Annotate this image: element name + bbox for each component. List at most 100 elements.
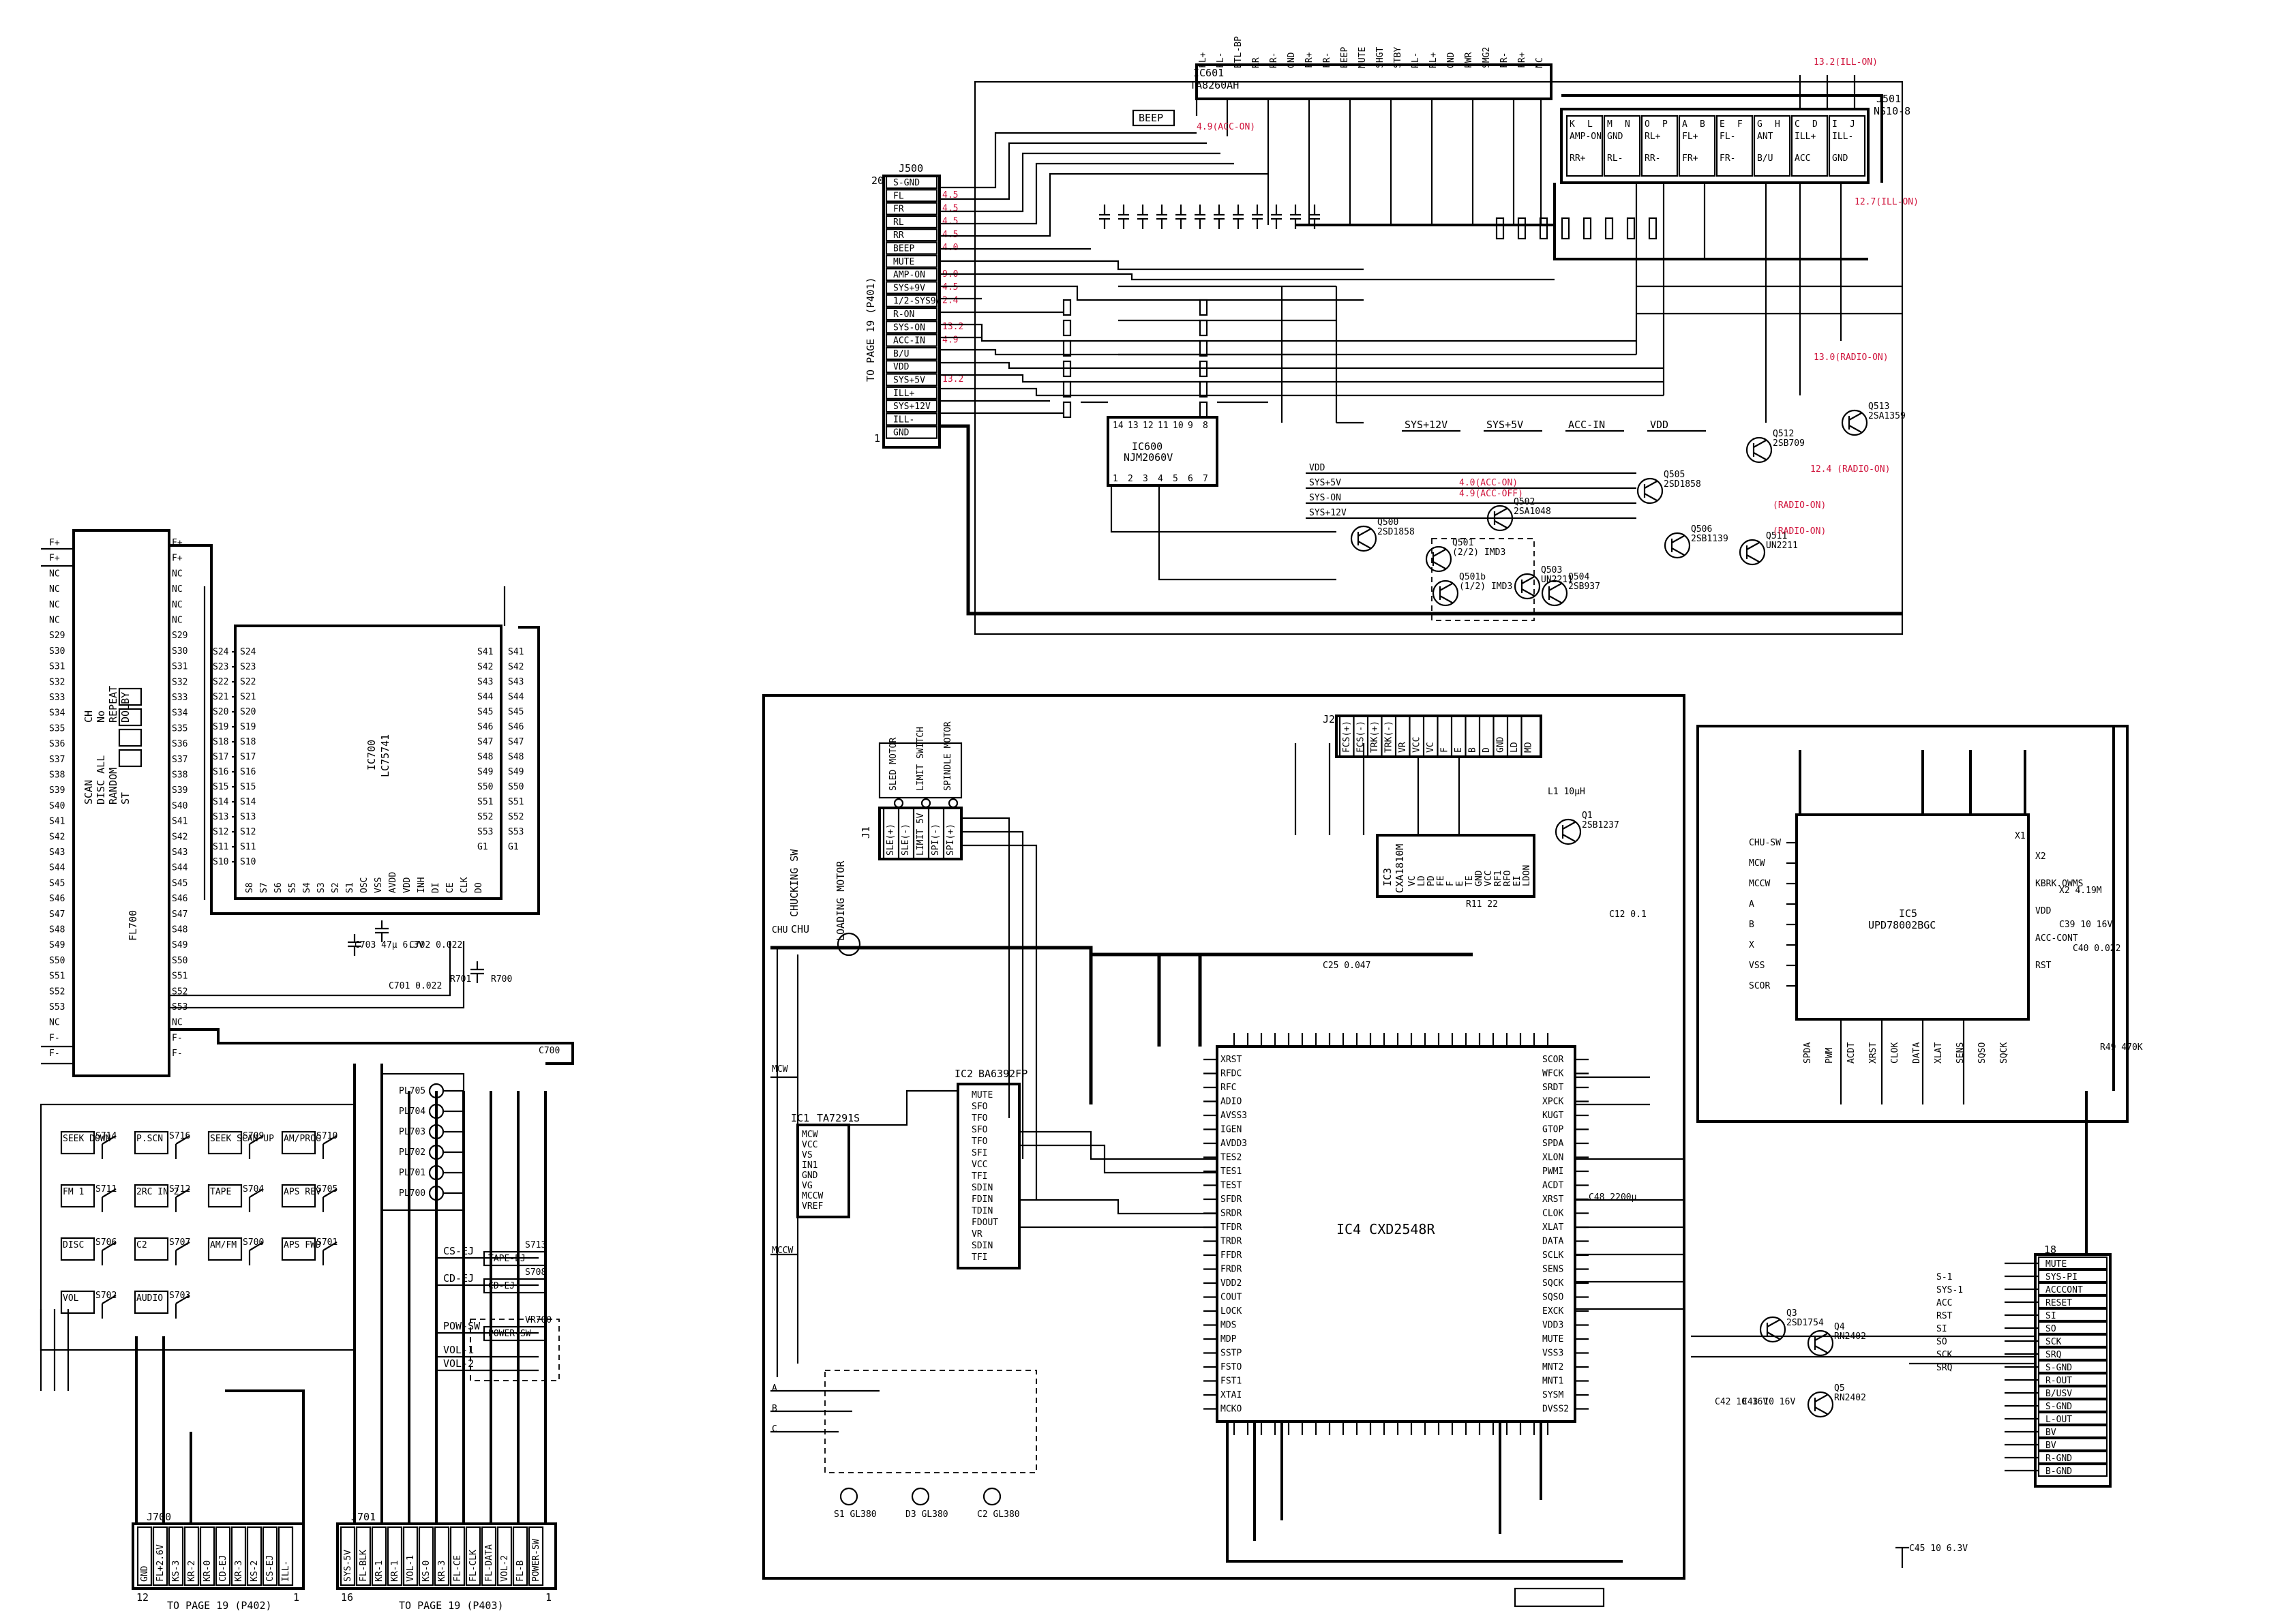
ic4-left-pin: SFDR: [1220, 1194, 1242, 1205]
switch-label: TAPE-EJ: [488, 1254, 526, 1264]
ic700-pin: S22: [213, 677, 228, 687]
transistor-symbol: [1664, 532, 1691, 559]
j500-voltage: 2.4: [942, 295, 959, 305]
j500-pin-cell: [885, 294, 938, 307]
j501-cell-letter: N: [1625, 119, 1630, 130]
fl700-pin-right: F+: [172, 554, 183, 564]
capacitor-symbol: [1214, 205, 1225, 229]
fl700-pin: S49: [49, 940, 65, 950]
ic2-pin: TFI: [972, 1252, 987, 1263]
fl700-pin: F-: [49, 1049, 60, 1059]
j500-pin-cell: [885, 425, 938, 439]
component-label: R49 470K: [2100, 1042, 2143, 1053]
ic700-pin: S24: [213, 647, 229, 657]
j701-pin: VOL-2: [500, 1555, 510, 1582]
transistor-legs: [1745, 542, 1760, 562]
right-bus-pin: L-OUT: [2045, 1415, 2072, 1425]
led-ref: PL705: [399, 1086, 425, 1096]
j2-pin: F: [1440, 747, 1450, 753]
ic601-pin: BEEP: [1340, 47, 1350, 68]
ic3-pin: GND: [1474, 870, 1484, 886]
ic4-right-pins: SCORWFCKSRDTXPCKKUGTGTOPSPDAXLONPWMIACDT…: [1233, 1033, 1589, 1435]
transistor-part: 2SD1858: [1377, 527, 1415, 537]
ic4-left-pin: SRDR: [1220, 1209, 1242, 1219]
fl700-pin-right: NC: [172, 569, 183, 579]
fl700-digit: [118, 687, 142, 706]
transistor-symbol: [1514, 573, 1541, 600]
eject-switches: CS-EJ CD-EJ POW-SW VOL-1 VOL-2: [436, 1245, 560, 1381]
fl700-pin-right: S30: [172, 646, 188, 657]
fl700-display-text: No: [95, 710, 107, 723]
ic601-pin: SHGT: [1375, 47, 1385, 68]
cs-ej-label: CS-EJ: [443, 1245, 474, 1257]
right-bus-body: [2034, 1253, 2112, 1488]
ic700-body: [234, 625, 502, 900]
j701-pin: FL-CE: [453, 1555, 463, 1582]
j500-pin: B/U: [893, 349, 909, 359]
switch-contact: [322, 1188, 338, 1212]
ic4-left-pin: TES1: [1220, 1167, 1242, 1177]
fl700-pin-right: S50: [172, 956, 188, 966]
j500-pin-cell: [885, 399, 938, 413]
ic5-right-pin: KBRK.OWMS: [2035, 879, 2083, 889]
j701-pin-cell: [355, 1526, 372, 1587]
ic700-pin-out: S51: [508, 797, 524, 807]
fl700-body: [72, 529, 170, 1077]
transistor-symbol: [1350, 525, 1377, 552]
component-label: C25 0.047: [1323, 961, 1370, 971]
pow-sw-label: POW-SW: [443, 1320, 481, 1332]
fl700-pin: S39: [49, 785, 65, 796]
ic601-pin: GND: [1287, 52, 1297, 68]
fl700-pin-right: S45: [172, 878, 188, 888]
j501-cell-signal: ACC: [1795, 153, 1810, 164]
transistor-symbol: [1425, 545, 1452, 573]
j500-pin: ILL-: [893, 415, 914, 425]
switch-label: AUDIO: [136, 1293, 163, 1304]
fl700-pin-right: S33: [172, 693, 188, 703]
ic700-pin: S12: [213, 827, 228, 837]
switch-label: SEEK DOWN: [63, 1134, 110, 1144]
ic601-pin: RR-: [1269, 52, 1279, 68]
resistor-body: [1199, 299, 1208, 316]
j700-page-ref: TO PAGE 19 (P402): [167, 1599, 272, 1612]
j501-cell-letter: C: [1795, 119, 1800, 130]
j700-first: 12: [136, 1591, 149, 1604]
ic700-pin-in: S16: [240, 767, 256, 777]
ic4-right-pin: DATA: [1542, 1237, 1563, 1247]
ic5-ref: IC5: [1899, 907, 1917, 920]
ic4-bottom-wires: [1226, 1422, 1623, 1563]
ic4-left-pin: TES2: [1220, 1153, 1242, 1163]
ic4-left-pin: VDD2: [1220, 1278, 1242, 1289]
j700-pin: KR-3: [234, 1561, 244, 1582]
power-rail-label: SYS+12V: [1405, 419, 1448, 431]
switch-label: DISC: [63, 1240, 84, 1250]
ic5-left-pin: SCOR: [1749, 981, 1770, 991]
capacitor-body: [1604, 217, 1614, 240]
switch-label: C2: [136, 1240, 147, 1250]
ic700-pin-in: S17: [240, 752, 256, 762]
ic2-pin: FDIN: [972, 1194, 993, 1205]
transistor-symbol: [1807, 1329, 1834, 1357]
ic700-pin: S43: [477, 677, 493, 687]
fl700-pin: S31: [49, 662, 65, 672]
j700-pin: KS-3: [171, 1561, 181, 1582]
resistor-body: [1062, 340, 1072, 357]
ic4-right-pin: MUTE: [1542, 1334, 1563, 1344]
power-rail-label: ACC-IN: [1568, 419, 1605, 431]
amp-section-frame: [974, 80, 1904, 635]
j700-pin-cell: [278, 1526, 294, 1587]
ic1-pin: VS: [802, 1150, 813, 1160]
ic4-right-pin: GTOP: [1542, 1125, 1563, 1135]
ic700-pin-out: S47: [508, 737, 524, 747]
ic4-right-pin: SCLK: [1542, 1250, 1563, 1261]
amp-passive-components: [1062, 205, 1657, 419]
regulator-note: (RADIO-ON): [1773, 500, 1826, 511]
resistor-body: [1062, 319, 1072, 337]
switch-key: [207, 1130, 243, 1155]
switch-label: APS FWD: [284, 1240, 321, 1250]
